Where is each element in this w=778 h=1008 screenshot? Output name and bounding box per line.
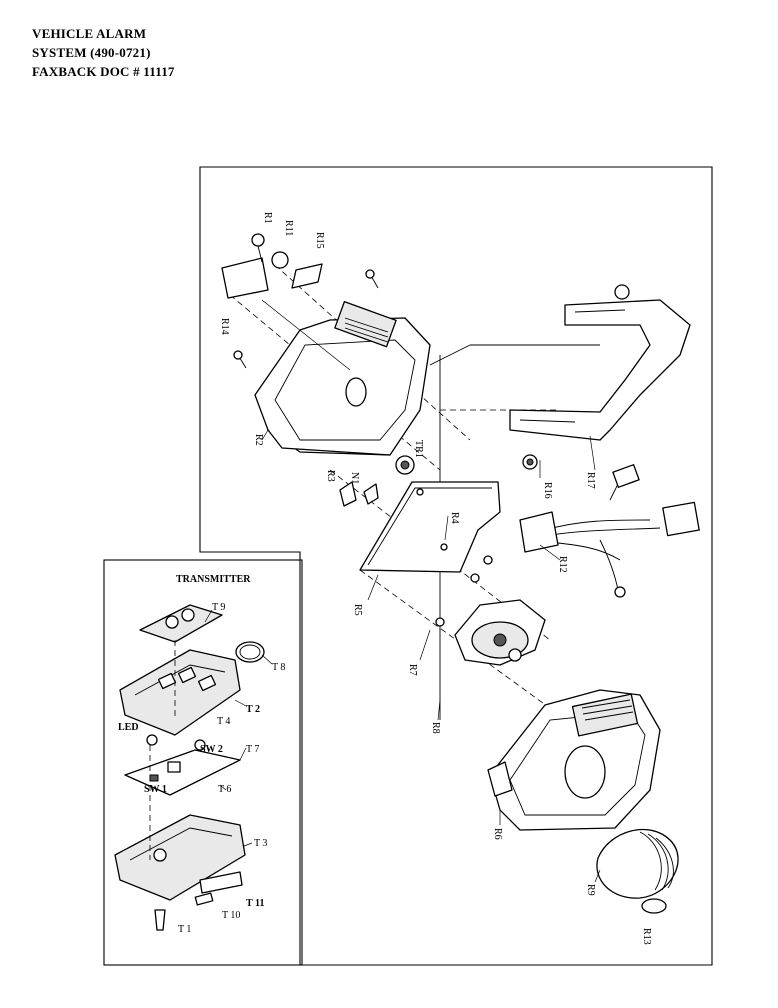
part-r15 — [291, 263, 323, 289]
label-t3: T 3 — [254, 838, 267, 849]
label-r4: R4 — [449, 512, 460, 524]
header-system-number: SYSTEM (490-0721) — [32, 45, 151, 60]
transmitter-title: TRANSMITTER — [176, 574, 251, 585]
label-t1: T 1 — [178, 924, 191, 935]
label-sw2: SW 2 — [200, 744, 223, 755]
screw-t1 — [154, 909, 166, 931]
label-r3: R3 — [325, 470, 336, 482]
part-t9 — [139, 604, 223, 643]
label-n1: N1 — [349, 472, 360, 484]
header-doc-number: FAXBACK DOC # 11117 — [32, 64, 175, 79]
label-r5: R5 — [352, 604, 363, 616]
horn-driver — [435, 555, 546, 666]
label-sw1: SW 1 — [144, 784, 167, 795]
transmitter-parts — [114, 604, 265, 931]
label-t8: T 8 — [272, 662, 285, 673]
document-header: VEHICLE ALARM SYSTEM (490-0721) FAXBACK … — [32, 24, 175, 81]
label-t11: T 11 — [246, 898, 264, 909]
transmitter-part-labels: T 9 T 8 T 2 T 4 LED SW 2 T 7 SW 1 T 6 T … — [118, 602, 285, 935]
case-bottom-t3 — [114, 814, 246, 901]
part-r14 — [221, 257, 269, 299]
small-lens-r13 — [641, 898, 667, 914]
nut-top — [614, 284, 630, 300]
grommet-r11 — [271, 251, 289, 269]
header-title: VEHICLE ALARM — [32, 26, 147, 41]
label-r16: R16 — [542, 482, 553, 499]
label-r6: R6 — [492, 828, 503, 840]
divider-plate — [359, 481, 501, 573]
label-r7: R7 — [407, 664, 418, 676]
label-r11: R11 — [283, 220, 294, 236]
lens-cover — [596, 828, 679, 914]
label-t4: T 4 — [217, 716, 230, 727]
screw-r1 — [251, 233, 265, 247]
switch-sw2 — [194, 739, 206, 751]
label-r13: R13 — [641, 928, 652, 945]
label-t9: T 9 — [212, 602, 225, 613]
wire-harness — [519, 464, 700, 598]
label-r2: R2 — [253, 434, 264, 446]
label-tr1: TR1 — [413, 440, 424, 458]
label-t2: T 2 — [246, 704, 260, 715]
label-r12: R12 — [557, 556, 568, 573]
led-part — [146, 734, 158, 746]
label-r9: R9 — [585, 884, 596, 896]
label-t10: T 10 — [222, 910, 240, 921]
label-t7: T 7 — [246, 744, 259, 755]
upper-housing — [254, 300, 431, 456]
driver-parts — [339, 455, 415, 507]
label-led: LED — [118, 722, 139, 733]
label-r8: R8 — [430, 722, 441, 734]
main-part-labels: R1 R11 R15 R14 R2 TR1 R3 N1 R4 R5 R16 R1… — [219, 212, 652, 945]
top-small-parts — [221, 233, 379, 369]
label-t11 — [199, 871, 243, 894]
lower-housing — [487, 689, 661, 831]
mounting-bracket — [509, 284, 691, 470]
label-r15: R15 — [314, 232, 325, 249]
label-r17: R17 — [585, 472, 596, 489]
transmitter-inset-frame — [103, 559, 303, 966]
label-r1: R1 — [262, 212, 273, 224]
label-t6: T 6 — [218, 784, 231, 795]
label-r14: R14 — [219, 318, 230, 335]
case-top-t2 — [119, 649, 241, 736]
leader-lines — [204, 299, 601, 883]
